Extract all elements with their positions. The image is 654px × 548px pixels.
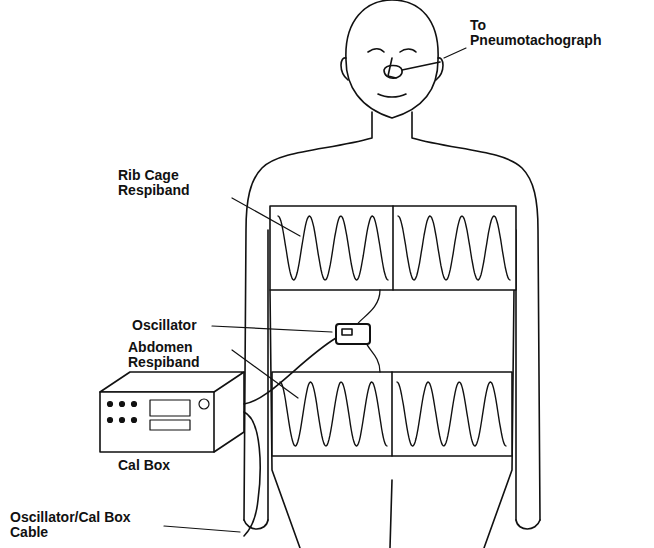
cal-box-controls (108, 399, 210, 430)
head (346, 0, 438, 118)
mouth (378, 94, 406, 97)
band-seam (392, 206, 394, 290)
eyes (368, 49, 416, 52)
legs-outline (270, 290, 514, 548)
hands (244, 520, 540, 529)
nose (388, 58, 396, 78)
cal-box-side (214, 372, 244, 452)
band-coil (278, 216, 510, 280)
leader-line (232, 198, 300, 236)
nasal-mask (384, 66, 402, 79)
leader-line (212, 326, 332, 332)
part-label: Abdomen Respiband (128, 340, 230, 370)
oscillator-detail (342, 329, 352, 335)
ear (341, 58, 348, 80)
leader-line (164, 526, 240, 532)
torso-outline (244, 112, 540, 520)
tube (402, 62, 440, 70)
oscillator-box (336, 324, 370, 344)
part-label: Cal Box (118, 458, 208, 473)
cal-box-cable (244, 338, 336, 404)
tube-label: To Pneumotachograph (470, 18, 620, 48)
band-coil (280, 382, 506, 446)
part-label: Oscillator/Cal Box Cable (10, 510, 160, 540)
cal-box-front (100, 392, 214, 452)
band-seam (391, 372, 393, 456)
cal-box-top (100, 372, 244, 392)
cal-box-cable (244, 412, 260, 536)
leader-line (444, 48, 466, 58)
part-label: Rib Cage Respiband (118, 168, 230, 198)
part-label: Oscillator (132, 318, 222, 333)
ear (436, 58, 443, 80)
rib-cage-respiband (270, 206, 516, 290)
abdomen-respiband (272, 372, 512, 456)
